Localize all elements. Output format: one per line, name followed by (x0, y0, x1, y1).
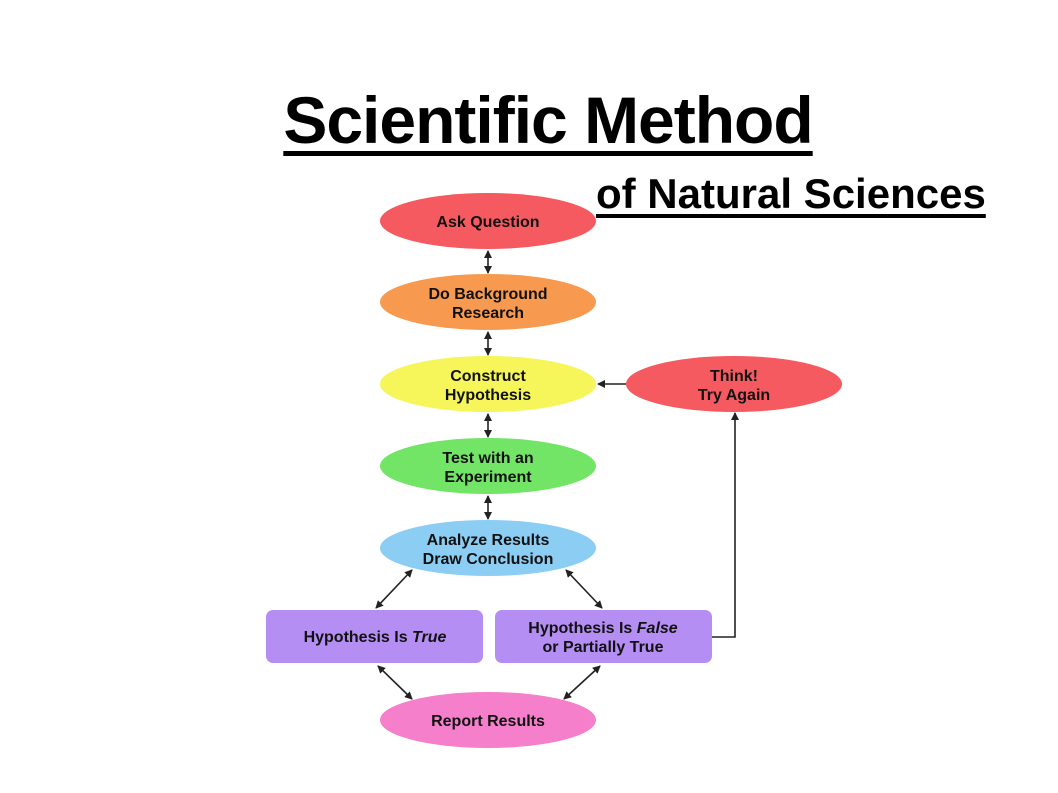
node-label-line-1: Hypothesis Is False (528, 620, 678, 637)
node-label-prefix: Hypothesis Is (528, 620, 636, 637)
node-think-try-again: Think! Try Again (626, 356, 842, 412)
connector-false-to-think (712, 412, 739, 638)
node-label-line-1: Think! (710, 368, 758, 385)
node-shape (380, 438, 596, 494)
node-label-line-2: Draw Conclusion (423, 551, 554, 568)
node-shape (380, 356, 596, 412)
node-label-line-1: Do Background (428, 286, 547, 303)
connector-analyze-to-true (375, 569, 413, 609)
node-hypothesis-false: Hypothesis Is False or Partially True (495, 610, 712, 663)
node-label-line-2: or Partially True (543, 639, 664, 656)
node-shape (626, 356, 842, 412)
node-label-line-2: Research (452, 305, 524, 322)
node-label-emphasis: False (637, 620, 678, 637)
node-background-research: Do Background Research (380, 274, 596, 330)
node-label-prefix: Hypothesis Is (304, 629, 412, 646)
node-label: Hypothesis Is True (304, 629, 447, 646)
node-report-results: Report Results (380, 692, 596, 748)
node-test-experiment: Test with an Experiment (380, 438, 596, 494)
connector-false-to-report (563, 665, 601, 700)
node-hypothesis-true: Hypothesis Is True (266, 610, 483, 663)
page-title: Scientific Method (283, 83, 813, 157)
node-label: Ask Question (436, 214, 539, 231)
node-label-line-1: Analyze Results (427, 532, 550, 549)
connector-analyze-to-false (565, 569, 603, 609)
node-shape (380, 193, 596, 249)
connector-true-to-report (377, 665, 413, 700)
node-shape (380, 520, 596, 576)
node-label: Report Results (431, 713, 545, 730)
node-shape (266, 610, 483, 663)
node-label-emphasis: True (412, 629, 446, 646)
page-subtitle: of Natural Sciences (596, 170, 986, 217)
node-label-line-2: Try Again (698, 387, 770, 404)
node-ask-question: Ask Question (380, 193, 596, 249)
node-label-line-1: Test with an (442, 450, 533, 467)
node-label-line-2: Hypothesis (445, 387, 531, 404)
connectors (375, 250, 739, 700)
node-label-line-1: Construct (450, 368, 526, 385)
node-analyze-results: Analyze Results Draw Conclusion (380, 520, 596, 576)
node-shape (380, 692, 596, 748)
node-shape (495, 610, 712, 663)
node-shape (380, 274, 596, 330)
node-construct-hypothesis: Construct Hypothesis (380, 356, 596, 412)
node-label-line-2: Experiment (444, 469, 532, 486)
